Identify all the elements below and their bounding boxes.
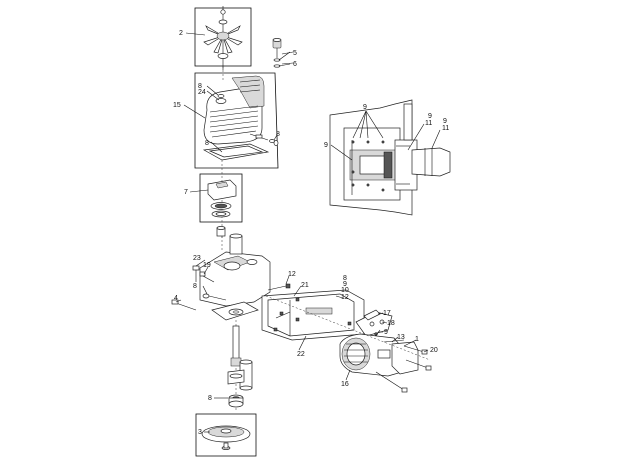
callout-11: 11: [425, 120, 432, 127]
callout-9: 9: [428, 113, 432, 120]
callout-4: 4: [174, 295, 178, 302]
callout-18: 18: [387, 320, 395, 327]
reservoir-assembly: [194, 66, 279, 169]
callout-9: 9: [384, 329, 388, 336]
leader-lines: [175, 32, 429, 433]
drive-shaft: [227, 320, 253, 410]
callout-21: 21: [301, 282, 309, 289]
callout-8: 8: [343, 275, 347, 282]
fan-assembly: [194, 6, 252, 70]
pulley-box: [195, 413, 257, 457]
callout-12: 12: [288, 271, 296, 278]
callout-8: 8: [193, 283, 197, 290]
callout-2: 2: [179, 30, 183, 37]
callout-23: 23: [193, 255, 201, 262]
callout-5: 5: [293, 50, 297, 57]
motor-assembly: [339, 333, 432, 393]
centerline: [265, 295, 431, 361]
callout-9: 9: [324, 142, 328, 149]
callout-13: 13: [397, 334, 405, 341]
callout-19: 19: [203, 262, 211, 269]
pulley: [195, 413, 257, 457]
cross-section-view: [329, 99, 451, 216]
filter-block: [199, 160, 243, 240]
axle-housing: [261, 283, 365, 341]
callout-9: 9: [363, 104, 367, 111]
callout-9: 9: [443, 118, 447, 125]
callout-8: 8: [208, 395, 212, 402]
callout-labels: 2 5 6 8 24 15 8 8 7 9 9 11 9 11 9 23 19 …: [173, 30, 449, 436]
callout-1: 1: [415, 336, 419, 343]
callout-22: 22: [297, 351, 305, 358]
callout-8: 8: [198, 83, 202, 90]
callout-12: 12: [341, 294, 349, 301]
callout-16: 16: [341, 381, 349, 388]
filter-box: [199, 173, 243, 223]
callout-15: 15: [173, 102, 181, 109]
callout-20: 20: [430, 347, 438, 354]
callout-6: 6: [293, 61, 297, 68]
callout-9: 9: [343, 281, 347, 288]
main-housing: [171, 233, 271, 321]
callout-10: 10: [341, 287, 349, 294]
callout-7: 7: [184, 189, 188, 196]
callout-3: 3: [198, 429, 202, 436]
callout-17: 17: [383, 310, 391, 317]
callout-8: 8: [205, 140, 209, 147]
callout-11: 11: [442, 125, 449, 132]
callout-24: 24: [198, 89, 206, 96]
cap-and-washer: [272, 38, 291, 68]
reservoir-box: [194, 72, 279, 169]
callout-8: 8: [276, 131, 280, 138]
